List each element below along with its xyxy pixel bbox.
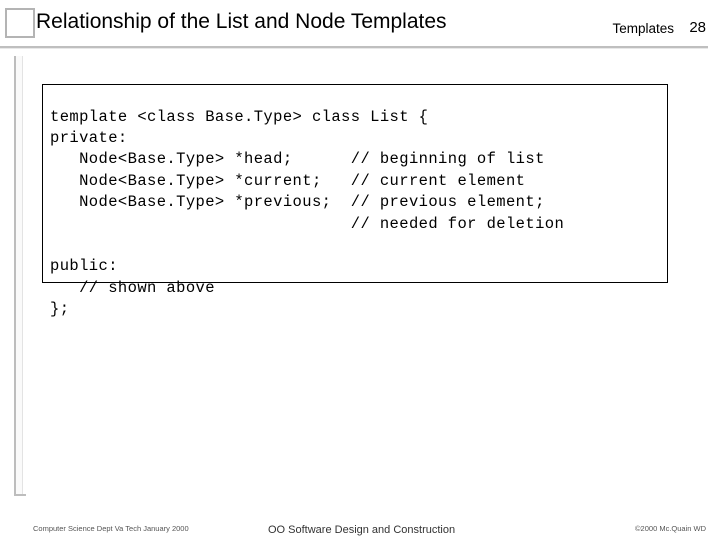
- header-section-label: Templates: [612, 21, 674, 36]
- header-divider-shadow: [0, 48, 708, 49]
- page-title: Relationship of the List and Node Templa…: [36, 10, 447, 33]
- footer-center-text: OO Software Design and Construction: [268, 524, 456, 536]
- decorative-square-icon: [5, 8, 35, 38]
- header-divider: [0, 46, 708, 48]
- left-accent-bar: [14, 56, 23, 496]
- code-text: template <class Base.Type> class List { …: [50, 107, 565, 319]
- slide-number: 28: [689, 19, 706, 36]
- code-block: template <class Base.Type> class List { …: [42, 84, 668, 318]
- left-accent-bar-foot: [14, 494, 26, 496]
- footer-left-text: Computer Science Dept Va Tech January 20…: [33, 524, 189, 533]
- footer-right-text: ©2000 Mc.Quain WD: [635, 524, 706, 533]
- slide-header: Relationship of the List and Node Templa…: [0, 0, 720, 49]
